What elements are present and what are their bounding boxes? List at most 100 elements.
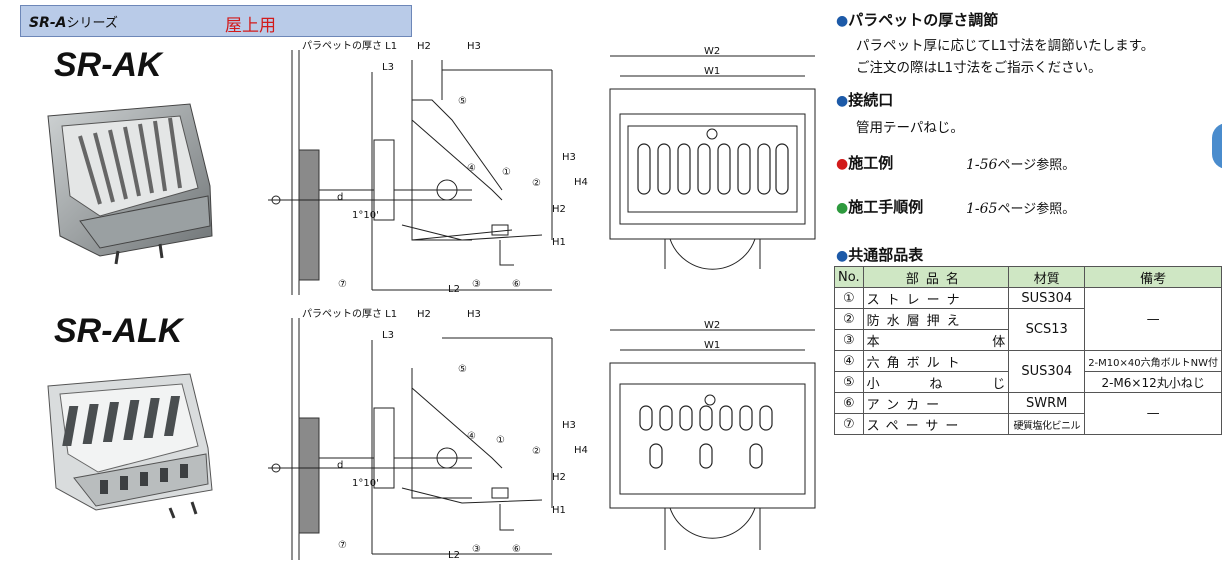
callout-3-2: ③ (472, 544, 481, 555)
dim-label-h3: H3 (562, 152, 576, 163)
callout-5-2: ⑤ (458, 364, 467, 375)
callout-1: ① (502, 167, 511, 178)
callout-1-2: ① (496, 435, 505, 446)
table-row: ④ 六角ボルト SUS304 2-M10×40六角ボルトNW付 (834, 350, 1222, 393)
section-drawing-sr-ak: パラペットの厚さ L1 L3 H2 H3 H3 H4 H2 H1 L2 d 1°… (268, 40, 588, 295)
section-title-construction: 施工例 (848, 154, 894, 172)
bullet-icon: ● (836, 248, 849, 264)
model-name-sr-alk: SR-ALK (54, 312, 183, 350)
model-name-sr-ak: SR-AK (54, 46, 162, 84)
front-drawing-sr-alk: W2 W1 (609, 320, 816, 550)
row-name: ストレーナ (862, 287, 1010, 309)
series-header-bar: SR-Aシリーズ 屋上用 (20, 5, 412, 37)
connection-text: 管用テーパねじ。 (856, 120, 964, 136)
dim-label-h3-2: H3 (562, 420, 576, 431)
section-parapet-adjust: ●パラペットの厚さ調節 (836, 9, 998, 30)
row-no: ③ (834, 329, 864, 351)
product-photo-sr-alk (47, 373, 213, 519)
header-no: No. (834, 266, 864, 288)
row-name: スペーサー (862, 413, 1010, 435)
table-row: ③ 本体 (834, 329, 1222, 351)
callout-3: ③ (472, 279, 481, 290)
row-name: 防水層押え (862, 308, 1010, 330)
construction-ref-number: 1-56 (966, 157, 998, 173)
dim-label-h2-top-2: H2 (417, 309, 431, 320)
bullet-icon: ● (836, 13, 849, 29)
procedure-page-ref: 1-65ページ参照。 (966, 198, 1075, 217)
callout-7: ⑦ (338, 279, 347, 290)
callout-6-2: ⑥ (512, 544, 521, 555)
row-remarks: — (1084, 287, 1222, 351)
header-part-name: 部品名 (862, 266, 1010, 288)
table-row: ② 防水層押え SCS13 (834, 308, 1222, 351)
bullet-icon: ● (836, 200, 849, 216)
construction-page-ref: 1-56ページ参照。 (966, 154, 1075, 173)
row-remarks: — (1084, 392, 1222, 435)
section-drawing-sr-alk: パラペットの厚さ L1 L3 H2 H3 H3 H4 H2 H1 L2 d 1°… (268, 308, 588, 561)
series-suffix: シリーズ (66, 16, 118, 31)
dim-label-d: d (337, 192, 343, 203)
section-parts-list: ●共通部品表 (836, 244, 923, 265)
callout-5: ⑤ (458, 96, 467, 107)
section-title-procedure: 施工手順例 (848, 198, 924, 216)
row-material: 硬質塩化ビニル (1008, 413, 1086, 435)
bullet-icon: ● (836, 156, 849, 172)
dim-label-w1-2: W1 (704, 340, 720, 351)
table-row: ⑤ 小ねじ 2-M6×12丸小ねじ (834, 371, 1222, 393)
series-title: SR-Aシリーズ (29, 12, 118, 31)
row-no: ⑦ (834, 413, 864, 435)
parapet-text-2: ご注文の際はL1寸法をご指示ください。 (856, 60, 1102, 76)
dim-label-h1: H1 (552, 237, 566, 248)
section-title-parts: 共通部品表 (848, 246, 924, 264)
product-photo-sr-ak (47, 103, 213, 265)
bullet-icon: ● (836, 93, 849, 109)
row-remarks: 2-M10×40六角ボルトNW付 (1084, 350, 1222, 372)
section-title-connection: 接続口 (848, 91, 894, 109)
table-header-row: No. 部品名 材質 備考 (834, 266, 1222, 288)
row-no: ② (834, 308, 864, 330)
construction-ref-unit: ページ参照。 (997, 158, 1076, 173)
header-material: 材質 (1008, 266, 1086, 288)
dim-label-l3-2: L3 (382, 330, 394, 341)
dim-label-w1: W1 (704, 66, 720, 77)
callout-4: ④ (467, 163, 476, 174)
callout-6: ⑥ (512, 279, 521, 290)
row-material: SUS304 (1008, 350, 1086, 393)
parapet-text-1: パラペット厚に応じてL1寸法を調節いたします。 (856, 38, 1155, 54)
dim-label-h2-2: H2 (552, 472, 566, 483)
row-name-text: 小ねじ (866, 376, 1006, 392)
dim-label-d-2: d (337, 460, 343, 471)
callout-2: ② (532, 178, 541, 189)
row-no: ⑥ (834, 392, 864, 414)
section-title-parapet: パラペットの厚さ調節 (848, 11, 999, 29)
callout-7-2: ⑦ (338, 540, 347, 551)
dim-label-angle: 1°10' (352, 210, 379, 221)
row-remarks: 2-M6×12丸小ねじ (1084, 371, 1222, 393)
dim-label-l2: L2 (448, 284, 460, 295)
dim-label-h4-2: H4 (574, 445, 588, 456)
series-name: SR-A (29, 15, 67, 31)
dim-label-h1-2: H1 (552, 505, 566, 516)
dim-label-parapet: パラペットの厚さ L1 (302, 40, 397, 52)
dim-label-h3-top-2: H3 (467, 309, 481, 320)
row-no: ① (834, 287, 864, 309)
dim-label-l3: L3 (382, 62, 394, 73)
section-construction-example: ●施工例 (836, 152, 893, 173)
procedure-ref-number: 1-65 (966, 201, 998, 217)
row-material: SUS304 (1008, 287, 1086, 309)
row-no: ④ (834, 350, 864, 372)
dim-label-parapet-2: パラペットの厚さ L1 (302, 308, 397, 320)
callout-2-2: ② (532, 446, 541, 457)
table-row: ① ストレーナ SUS304 — (834, 287, 1222, 351)
dim-label-h4: H4 (574, 177, 588, 188)
section-connection: ●接続口 (836, 89, 893, 110)
parts-table: No. 部品名 材質 備考 ① ストレーナ SUS304 — ② 防水層押え S… (834, 266, 1222, 435)
dim-label-l2-2: L2 (448, 550, 460, 561)
header-remarks: 備考 (1084, 266, 1222, 288)
row-name: 六角ボルト (862, 350, 1010, 372)
row-name: 小ねじ (862, 371, 1010, 393)
row-name-text: 本体 (866, 334, 1006, 350)
row-material: SWRM (1008, 392, 1086, 414)
table-row: ⑦ スペーサー 硬質塩化ビニル (834, 413, 1222, 435)
dim-label-h2: H2 (552, 204, 566, 215)
